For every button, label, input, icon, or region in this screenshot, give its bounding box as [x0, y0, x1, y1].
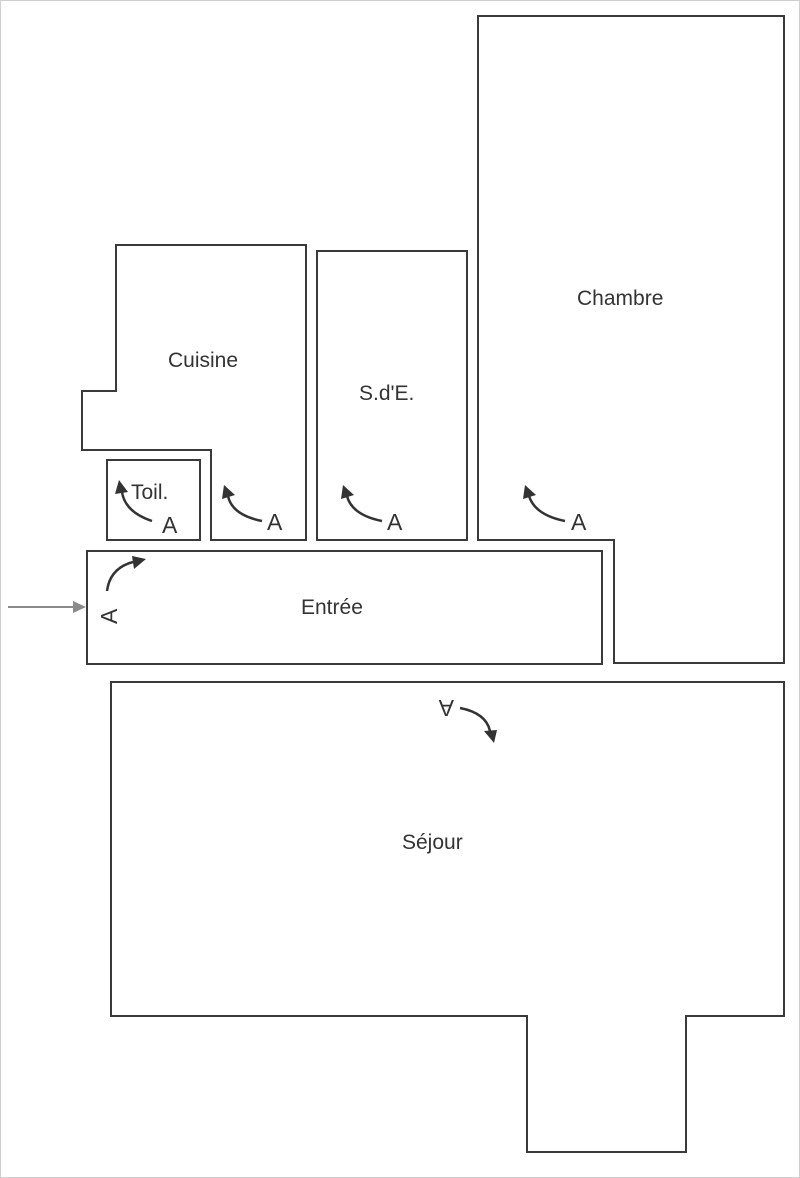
room-cuisine [81, 244, 307, 541]
room-sejour [110, 681, 785, 1153]
door-marker-entree: A [96, 556, 146, 624]
door-marker-chambre: A [523, 485, 587, 535]
room-label-toilettes: Toil. [131, 481, 168, 504]
door-marker-cuisine: A [222, 485, 283, 535]
svg-text:A: A [438, 695, 454, 721]
room-label-chambre: Chambre [577, 287, 663, 310]
door-marker-toilettes: A [115, 480, 178, 538]
entrance-arrow [8, 601, 86, 613]
svg-text:A: A [387, 509, 403, 535]
room-label-entree: Entrée [301, 596, 363, 619]
room-entree [86, 550, 603, 665]
svg-text:A: A [571, 509, 587, 535]
room-chambre [477, 15, 785, 664]
svg-text:A: A [96, 608, 122, 624]
room-salle-d-eau [316, 250, 468, 541]
door-marker-sejour: A [438, 695, 497, 743]
door-marker-salle-d-eau: A [341, 485, 403, 535]
svg-text:A: A [267, 509, 283, 535]
room-label-sejour: Séjour [402, 831, 463, 854]
room-toilettes [106, 459, 201, 541]
room-label-salle-d-eau: S.d'E. [359, 382, 414, 405]
svg-text:A: A [162, 512, 178, 538]
room-label-cuisine: Cuisine [168, 349, 238, 372]
